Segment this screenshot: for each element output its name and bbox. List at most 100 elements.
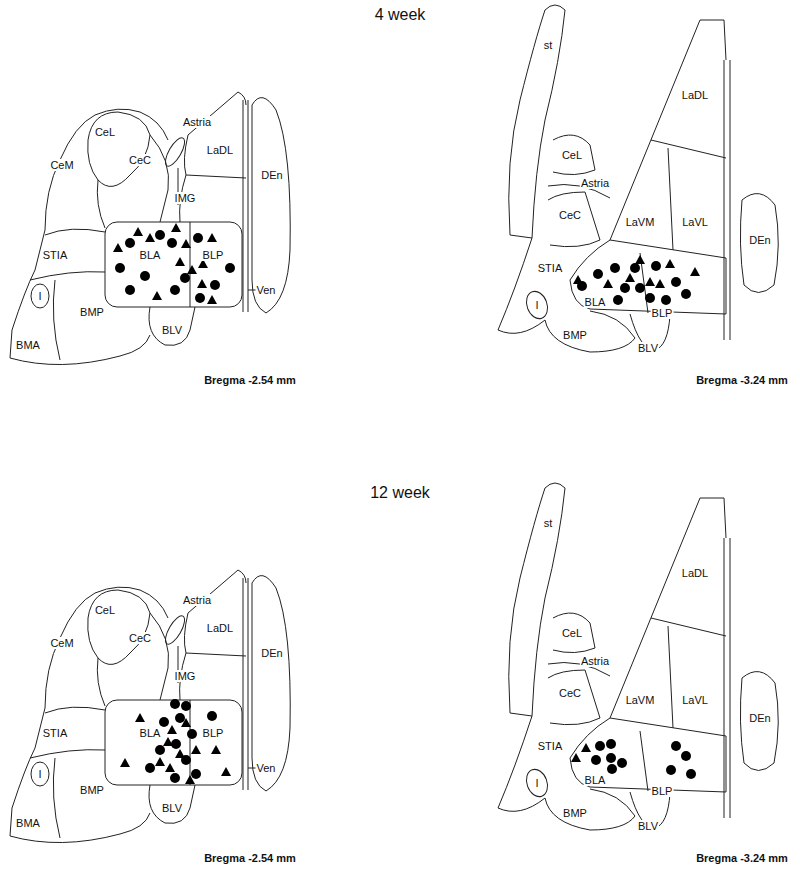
region-name: DEn (748, 234, 771, 246)
triangle-marker (165, 763, 175, 772)
panel-heading: 4 week (374, 6, 427, 24)
region-name: BLP (651, 785, 674, 797)
bregma-level: Bregma -2.54 mm (203, 852, 297, 864)
region-name: DEn (260, 647, 283, 659)
region-name: CeC (558, 209, 582, 221)
region-name: STIA (537, 262, 563, 274)
triangle-marker (171, 223, 181, 232)
region-name: CeL (561, 627, 583, 639)
dot-marker (155, 230, 165, 240)
region-name: LaDL (681, 567, 709, 579)
region-name: I (37, 768, 42, 780)
dot-marker (125, 285, 135, 295)
dot-marker (159, 717, 169, 727)
triangle-marker (175, 749, 185, 758)
triangle-marker (603, 279, 613, 288)
dot-marker (606, 739, 616, 749)
region-name: BMP (79, 306, 105, 318)
region-name: BLV (637, 820, 659, 832)
dot-marker (620, 283, 630, 293)
dot-marker (686, 769, 696, 779)
dot-marker (671, 277, 681, 287)
dot-marker (193, 233, 203, 243)
region-name: BLV (161, 802, 183, 814)
dot-marker (593, 269, 603, 279)
region-name: BLA (139, 249, 162, 261)
region-name: BMP (562, 329, 588, 341)
triangle-marker (635, 255, 645, 264)
triangle-marker (113, 243, 123, 252)
dot-marker (610, 263, 620, 273)
region-name: CeC (128, 154, 152, 166)
region-name: DEn (748, 712, 771, 724)
dot-marker (681, 751, 691, 761)
triangle-marker (655, 279, 665, 288)
region-name: BLA (584, 296, 607, 308)
dot-marker (180, 273, 190, 283)
dot-marker (170, 699, 180, 709)
triangle-marker (191, 745, 201, 754)
region-name: st (543, 39, 554, 51)
region-name: LaVL (681, 694, 709, 706)
triangle-marker (207, 295, 217, 304)
region-name: I (37, 290, 42, 302)
bregma-level: Bregma -3.24 mm (695, 852, 789, 864)
triangle-marker (152, 291, 162, 300)
region-name: BLV (161, 324, 183, 336)
section-outline (498, 483, 778, 830)
triangle-marker (211, 745, 221, 754)
region-name: IMG (174, 670, 197, 682)
section-outline (498, 5, 778, 352)
region-name: LaDL (681, 89, 709, 101)
dot-marker (666, 765, 676, 775)
dot-marker (225, 263, 235, 273)
region-name: STIA (42, 249, 68, 261)
region-name: CeL (94, 604, 116, 616)
dot-marker (115, 263, 125, 273)
region-name: CeC (558, 687, 582, 699)
dot-marker (125, 238, 135, 248)
region-name: IMG (174, 192, 197, 204)
region-name: CeL (94, 126, 116, 138)
triangle-marker (571, 753, 581, 762)
region-name: Astria (182, 116, 212, 128)
section-outline (10, 570, 290, 843)
triangle-marker (187, 265, 197, 274)
dot-marker (645, 293, 655, 303)
triangle-marker (185, 775, 195, 784)
placement-markers (113, 223, 700, 784)
triangle-marker (133, 227, 143, 236)
triangle-marker (221, 767, 231, 776)
region-name: STIA (537, 740, 563, 752)
triangle-marker (581, 743, 591, 752)
region-name: CeL (561, 149, 583, 161)
bregma-level: Bregma -2.54 mm (203, 374, 297, 386)
region-name: BMP (562, 807, 588, 819)
region-name: LaDL (206, 144, 234, 156)
triangle-marker (135, 713, 145, 722)
triangle-marker (625, 273, 635, 282)
dot-marker (671, 741, 681, 751)
dot-marker (661, 295, 671, 305)
triangle-marker (175, 257, 185, 266)
dot-marker (195, 293, 205, 303)
dot-marker (591, 755, 601, 765)
dot-marker (170, 285, 180, 295)
region-name: BLP (651, 307, 674, 319)
triangle-marker (167, 725, 177, 734)
section-outline (10, 92, 290, 365)
dot-marker (140, 271, 150, 281)
triangle-marker (163, 737, 173, 746)
region-name: Astria (580, 177, 610, 189)
region-name: Ven (256, 762, 277, 774)
dot-marker (606, 753, 616, 763)
region-name: BLV (637, 342, 659, 354)
region-name: I (534, 777, 539, 789)
dot-marker (651, 261, 661, 271)
region-name: Astria (580, 655, 610, 667)
dot-marker (175, 713, 185, 723)
triangle-marker (120, 758, 130, 767)
dot-marker (167, 238, 177, 248)
